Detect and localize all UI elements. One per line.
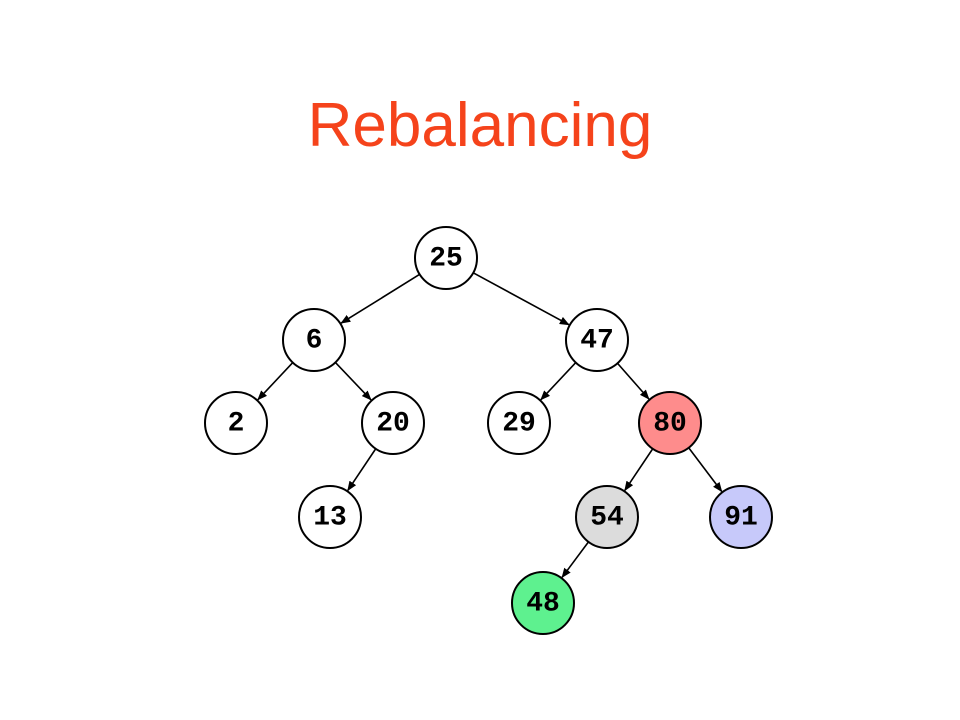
- tree-node-80: 80: [638, 391, 702, 455]
- tree-node-2: 2: [204, 391, 268, 455]
- node-label: 48: [526, 589, 560, 620]
- node-label: 54: [590, 503, 624, 534]
- edge-54-to-48: [561, 541, 590, 579]
- node-label: 25: [429, 244, 463, 275]
- tree-node-13: 13: [298, 485, 362, 549]
- tree-node-29: 29: [487, 391, 551, 455]
- edge-25-to-47: [472, 272, 570, 326]
- node-label: 80: [653, 409, 687, 440]
- node-circle: [298, 485, 362, 549]
- tree-node-47: 47: [565, 308, 629, 372]
- tree-node-25: 25: [414, 226, 478, 290]
- tree-nodes: 25 6 47 2 20 29 80 13 54 91 48: [204, 226, 773, 635]
- tree-node-48: 48: [511, 571, 575, 635]
- edge-80-to-91: [688, 447, 723, 493]
- node-label: 20: [376, 409, 410, 440]
- edge-25-to-6: [340, 273, 421, 324]
- edge-6-to-20: [334, 361, 372, 401]
- node-label: 47: [580, 326, 614, 357]
- edge-20-to-13: [347, 448, 377, 492]
- node-circle: [638, 391, 702, 455]
- slide-title: Rebalancing: [307, 91, 653, 160]
- node-circle: [282, 308, 346, 372]
- tree-edges: [257, 272, 723, 579]
- edge-6-to-2: [257, 362, 294, 401]
- edge-80-to-54: [624, 448, 654, 492]
- node-circle: [565, 308, 629, 372]
- node-circle: [487, 391, 551, 455]
- node-label: 13: [313, 503, 347, 534]
- node-circle: [361, 391, 425, 455]
- node-label: 6: [306, 326, 323, 357]
- edge-47-to-29: [540, 362, 577, 401]
- node-circle: [511, 571, 575, 635]
- node-circle: [204, 391, 268, 455]
- node-label: 29: [502, 409, 536, 440]
- node-circle: [709, 485, 773, 549]
- node-circle: [575, 485, 639, 549]
- edge-47-to-80: [616, 362, 650, 400]
- node-circle: [414, 226, 478, 290]
- node-label: 2: [228, 409, 245, 440]
- tree-node-20: 20: [361, 391, 425, 455]
- node-label: 91: [724, 503, 758, 534]
- tree-node-54: 54: [575, 485, 639, 549]
- tree-node-91: 91: [709, 485, 773, 549]
- tree-node-6: 6: [282, 308, 346, 372]
